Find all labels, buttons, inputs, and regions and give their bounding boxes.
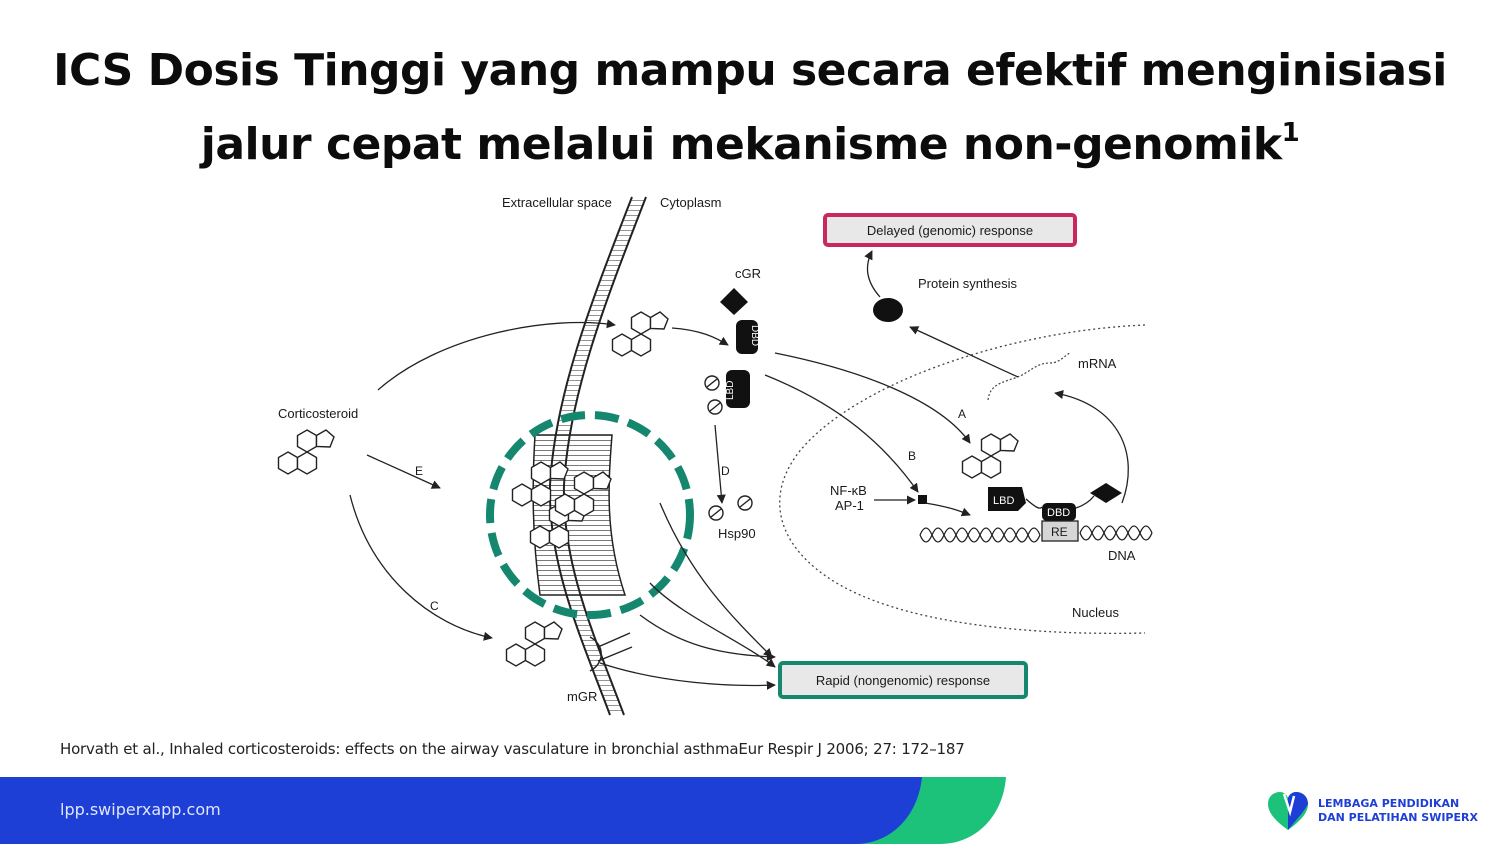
- label-c: C: [430, 599, 439, 613]
- hsp90-free: [708, 495, 753, 521]
- label-d: D: [721, 464, 730, 478]
- nucleus-label: Nucleus: [1072, 605, 1119, 620]
- title-superscript: 1: [1281, 118, 1300, 148]
- rapid-response-label: Rapid (nongenomic) response: [816, 673, 990, 688]
- extracellular-space-label: Extracellular space: [502, 195, 612, 210]
- nuclear-dbd-label: DBD: [1047, 507, 1070, 519]
- mgr-steroid: [505, 621, 563, 667]
- delayed-response-box: Delayed (genomic) response: [823, 213, 1077, 247]
- nuclear-diamond: [1090, 483, 1122, 503]
- footer-band: [0, 777, 1006, 844]
- title-line-2: jalur cepat melalui mekanisme non-genomi…: [0, 102, 1500, 176]
- extracellular-steroid: [277, 429, 335, 475]
- cgr-diamond: [720, 288, 748, 315]
- nuclear-lbd-label: LBD: [993, 495, 1014, 507]
- swiperx-logo: [1268, 792, 1308, 830]
- cgr-label: cGR: [735, 266, 761, 281]
- delayed-response-label: Delayed (genomic) response: [867, 223, 1033, 238]
- ribosome-shape: [873, 298, 903, 322]
- ap1-label: AP-1: [835, 498, 864, 513]
- label-a: A: [958, 407, 966, 421]
- dna-helix: [919, 525, 1153, 543]
- corticosteroid-label: Corticosteroid: [278, 406, 358, 421]
- logo-text: LEMBAGA PENDIDIKAN DAN PELATIHAN SWIPERX: [1318, 797, 1478, 825]
- mrna-strand: [987, 352, 1071, 401]
- cgr-lbd-label: LBD: [725, 381, 736, 400]
- nfkb-label: NF-κB: [830, 483, 867, 498]
- slide-title: ICS Dosis Tinggi yang mampu secara efekt…: [0, 40, 1500, 176]
- protein-synthesis-label: Protein synthesis: [918, 276, 1017, 291]
- rapid-response-box: Rapid (nongenomic) response: [778, 661, 1028, 699]
- corticosteroid-pathway-diagram: Extracellular space Cytoplasm Delayed (g…: [277, 195, 1153, 716]
- dna-label: DNA: [1108, 548, 1136, 563]
- nuclear-lbd-shape: [988, 487, 1026, 511]
- mrna-label: mRNA: [1078, 356, 1117, 371]
- nucleus-boundary: [779, 324, 1146, 635]
- hsp90-label: Hsp90: [718, 526, 756, 541]
- cgr-dbd-label: DBD: [749, 325, 760, 346]
- logo-line-1: LEMBAGA PENDIDIKAN: [1318, 797, 1460, 810]
- label-e: E: [415, 464, 423, 478]
- highlight-circle: [486, 411, 694, 619]
- logo-line-2: DAN PELATIHAN SWIPERX: [1318, 811, 1478, 824]
- hsp90-bound: [704, 375, 723, 415]
- mgr-label: mGR: [567, 689, 597, 704]
- title-line-1: ICS Dosis Tinggi yang mampu secara efekt…: [53, 45, 1447, 96]
- title-line-2-text: jalur cepat melalui mekanisme non-genomi…: [200, 119, 1282, 170]
- cytoplasm-steroid: [611, 311, 669, 357]
- label-b: B: [908, 449, 916, 463]
- footer-url[interactable]: lpp.swiperxapp.com: [60, 800, 221, 819]
- nfkb-square: [918, 495, 927, 504]
- response-element-box: [1041, 520, 1079, 542]
- citation: Horvath et al., Inhaled corticosteroids:…: [60, 740, 965, 758]
- nuclear-steroid: [961, 433, 1019, 479]
- re-label: RE: [1051, 525, 1068, 539]
- cytoplasm-label: Cytoplasm: [660, 195, 721, 210]
